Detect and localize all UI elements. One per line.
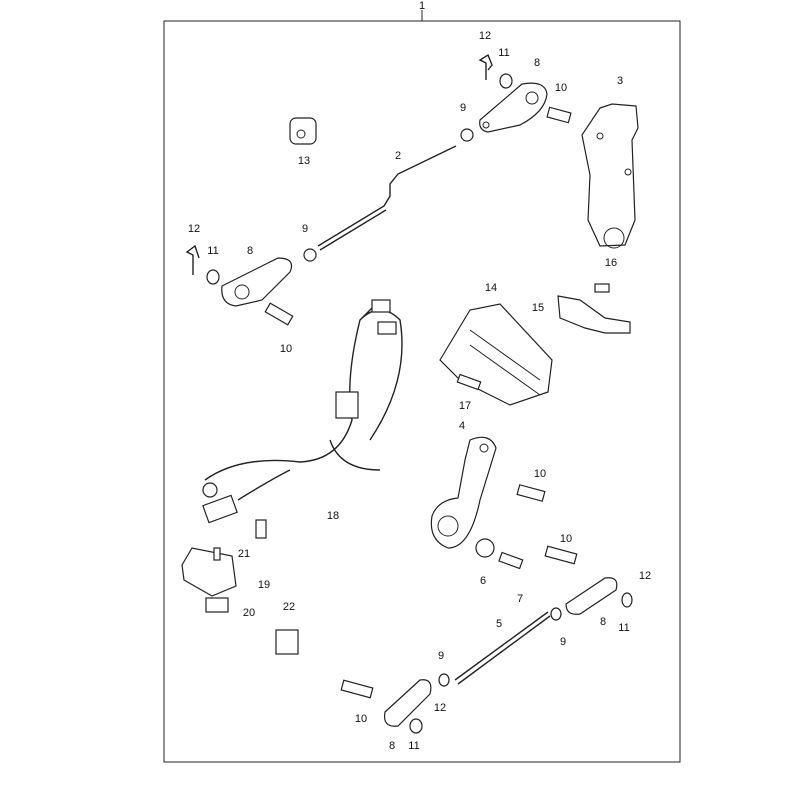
bolt-part-16: [594, 283, 610, 293]
pin-part-10-d: [544, 545, 578, 565]
rod-part-2: [317, 145, 457, 247]
callout: 10: [560, 533, 572, 545]
plate-part-15: [557, 295, 631, 334]
callout: 12: [434, 702, 446, 714]
washer-part-11-right: [621, 592, 633, 608]
cable-bracket-part-14: [439, 303, 553, 406]
callout: 11: [498, 47, 509, 59]
lever-part-8-top: [479, 82, 548, 133]
callout: 8: [534, 57, 540, 69]
washer-part-11-left: [206, 269, 220, 285]
lever-part-8-left: [221, 257, 293, 307]
switch-part-19: [181, 547, 237, 597]
callout: 5: [496, 618, 502, 630]
nut-part-9: [460, 128, 474, 142]
callout: 8: [600, 616, 606, 628]
callout: 11: [618, 622, 629, 634]
plug-connector: [202, 494, 238, 524]
bolt-part-7: [498, 551, 524, 570]
callout: 4: [459, 420, 465, 432]
callout: 12: [188, 223, 200, 235]
callout: 13: [298, 155, 310, 167]
callout: 20: [243, 607, 255, 619]
callout: 22: [283, 601, 295, 613]
clip-part-12-left: [185, 244, 200, 275]
callout: 7: [517, 593, 523, 605]
callout: 9: [560, 636, 566, 648]
callout: 6: [480, 575, 486, 587]
clip-part-22: [275, 629, 299, 655]
callout: 14: [485, 282, 497, 294]
callout: 18: [327, 510, 339, 522]
pin-part-10-left: [264, 302, 294, 326]
screw-part-21: [213, 547, 221, 561]
nut-part-9-left: [303, 248, 317, 262]
nut-part-9-right: [550, 607, 562, 621]
callout: 10: [555, 82, 567, 94]
washer-part-11: [499, 73, 513, 89]
wire-harness-part-18: [204, 299, 403, 501]
callout: 8: [389, 740, 395, 752]
callouts: 12 11 8 9 10 3 13 2 12 11 8 9 10 16 14 1…: [188, 30, 651, 752]
callout: 11: [408, 740, 419, 752]
bracket-part-3: [581, 103, 639, 247]
pin-part-10: [546, 106, 572, 124]
callout: 9: [460, 102, 466, 114]
plate-part-20: [205, 597, 229, 613]
callout: 10: [355, 713, 367, 725]
lever-part-8-right: [565, 577, 618, 615]
washer-part-11-bottom: [409, 718, 423, 734]
callout: 16: [605, 257, 617, 269]
washer-part-6: [475, 538, 495, 558]
callout: 15: [532, 302, 544, 314]
callout: 9: [438, 650, 444, 662]
linkage-part-4: [430, 436, 497, 549]
callout: 10: [534, 468, 546, 480]
rod-part-5: [454, 611, 551, 685]
callout: 8: [247, 245, 253, 257]
callout-1: 1: [419, 0, 425, 12]
lever-part-8-bottom: [383, 679, 432, 727]
callout: 2: [395, 150, 401, 162]
connector-block: [335, 391, 359, 419]
callout: 11: [207, 245, 218, 257]
callout: 10: [280, 343, 292, 355]
callout: 3: [617, 75, 623, 87]
callout: 12: [479, 30, 491, 42]
callout: 12: [639, 570, 651, 582]
bolt-part-17: [456, 373, 482, 391]
callout: 19: [258, 579, 270, 591]
callout: 21: [238, 548, 250, 560]
nut-part-9-bottom: [438, 673, 450, 687]
grommet-part-13: [289, 117, 317, 145]
pin-part-10-bottom: [340, 679, 374, 699]
callout: 17: [459, 400, 471, 412]
clip-part-12: [478, 53, 493, 80]
pin-part-10-c: [516, 484, 546, 502]
callout: 9: [302, 223, 308, 235]
